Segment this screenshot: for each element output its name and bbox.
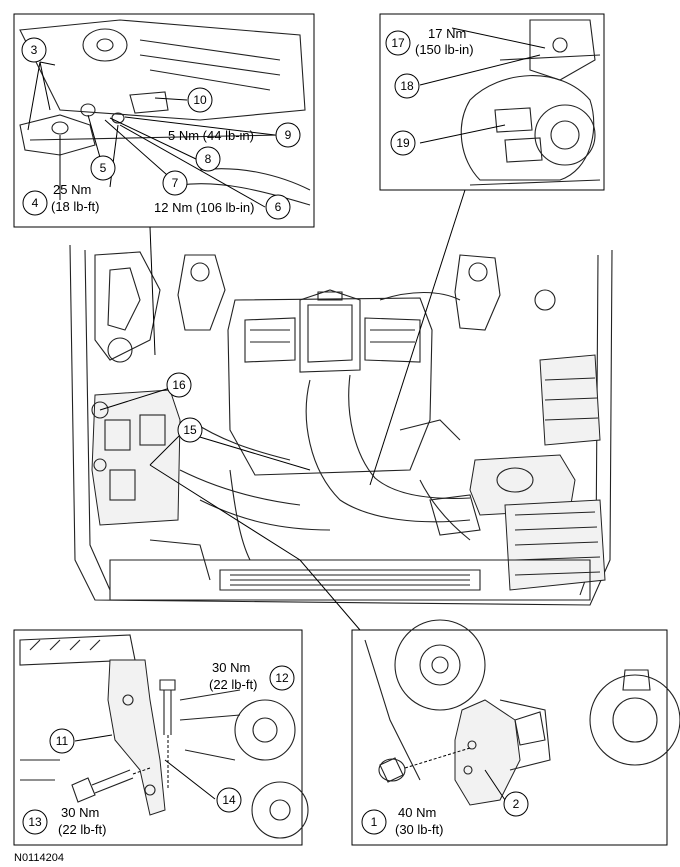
callout-16: 16	[166, 372, 192, 398]
callout-12: 12	[269, 665, 295, 691]
svg-text:11: 11	[56, 734, 69, 748]
callout-6: 6	[265, 194, 291, 220]
callout-3: 3	[21, 37, 47, 63]
svg-text:16: 16	[172, 378, 186, 392]
figure-id: N0114204	[14, 852, 64, 864]
callout-14: 14	[216, 787, 242, 813]
callout-11: 11	[49, 728, 75, 754]
torque-label-17-imp: (150 lb-in)	[415, 42, 474, 57]
torque-label-1-nm: 40 Nm	[398, 805, 436, 820]
leader-lines	[99, 189, 466, 631]
callout-19: 19	[390, 130, 416, 156]
callout-2: 2	[503, 791, 529, 817]
callout-13: 13	[22, 809, 48, 835]
svg-text:3: 3	[31, 43, 38, 57]
svg-text:5: 5	[100, 161, 107, 175]
torque-label-17-nm: 17 Nm	[428, 26, 466, 41]
svg-text:17: 17	[391, 36, 405, 50]
callout-9: 9	[275, 122, 301, 148]
svg-text:12: 12	[275, 671, 289, 685]
callout-5: 5	[90, 155, 116, 181]
engine-bay-illustration	[69, 244, 613, 606]
svg-text:4: 4	[32, 196, 39, 210]
callout-10: 10	[187, 87, 213, 113]
torque-label-13-imp: (22 lb-ft)	[58, 822, 106, 837]
torque-label-12-nm: 30 Nm	[212, 660, 250, 675]
svg-text:1: 1	[371, 815, 378, 829]
svg-text:9: 9	[285, 128, 292, 142]
torque-label-1-imp: (30 lb-ft)	[395, 822, 443, 837]
detail-panel-top-right	[379, 13, 605, 191]
torque-label-4-imp: (18 lb-ft)	[51, 199, 99, 214]
svg-text:2: 2	[513, 797, 520, 811]
torque-label-13-nm: 30 Nm	[61, 805, 99, 820]
callout-15: 15	[177, 417, 203, 443]
torque-label-4-nm: 25 Nm	[53, 182, 91, 197]
callout-7: 7	[162, 170, 188, 196]
torque-label-9: 5 Nm (44 lb-in)	[168, 128, 254, 143]
svg-text:18: 18	[400, 79, 414, 93]
callout-1: 1	[361, 809, 387, 835]
detail-panel-top-left	[13, 13, 315, 228]
torque-label-6: 12 Nm (106 lb-in)	[154, 200, 254, 215]
svg-text:6: 6	[275, 200, 282, 214]
callout-17: 17	[385, 30, 411, 56]
svg-text:10: 10	[193, 93, 207, 107]
callout-18: 18	[394, 73, 420, 99]
svg-text:19: 19	[396, 136, 410, 150]
svg-text:15: 15	[183, 423, 197, 437]
torque-label-12-imp: (22 lb-ft)	[209, 677, 257, 692]
callout-8: 8	[195, 146, 221, 172]
svg-text:13: 13	[28, 815, 42, 829]
svg-text:7: 7	[172, 176, 179, 190]
svg-text:8: 8	[205, 152, 212, 166]
svg-text:14: 14	[222, 793, 236, 807]
callout-4: 4	[22, 190, 48, 216]
